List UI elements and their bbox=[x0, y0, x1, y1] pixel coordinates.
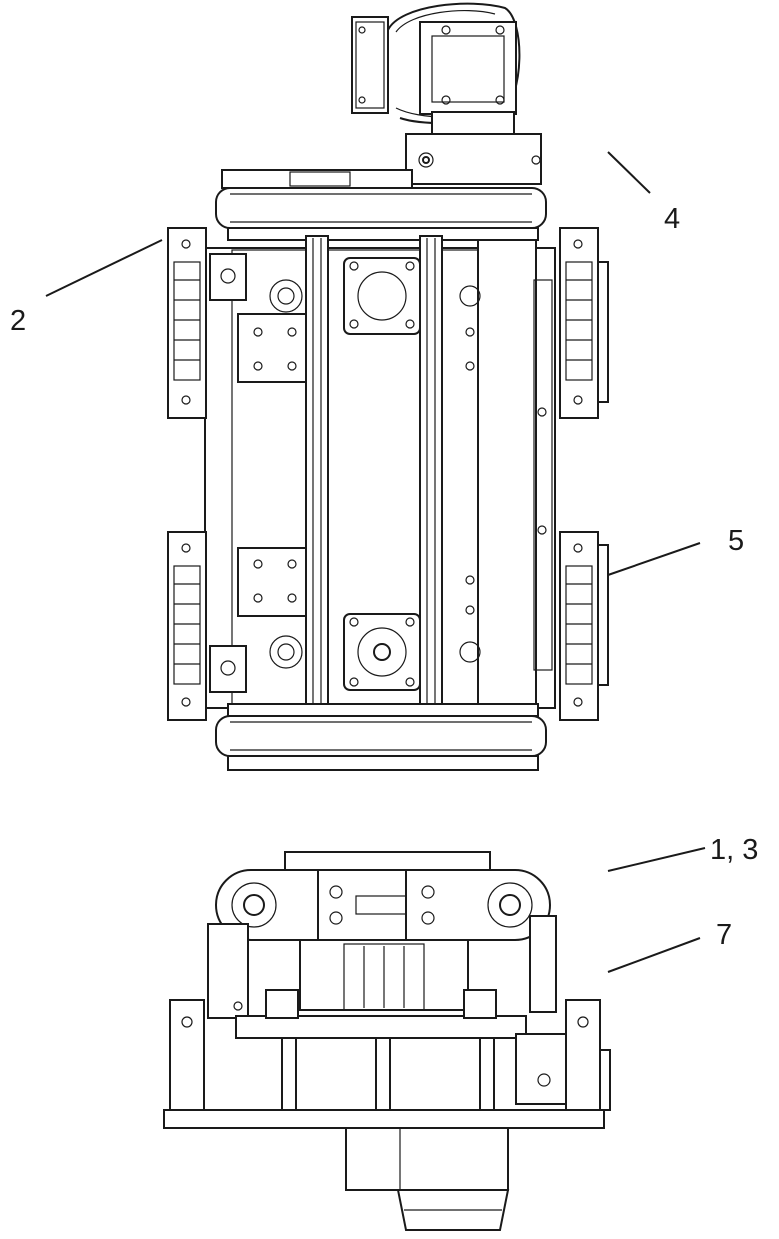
side-view bbox=[163, 851, 611, 1231]
left-extrusion-upper bbox=[167, 227, 207, 419]
callout-2: 2 bbox=[10, 305, 26, 337]
motor-assembly bbox=[351, 2, 542, 185]
right-extrusion-upper bbox=[559, 227, 609, 419]
leader-line-2 bbox=[45, 239, 163, 297]
top-view bbox=[167, 2, 609, 771]
leader-line-5 bbox=[607, 542, 701, 576]
leader-lines bbox=[45, 151, 706, 973]
callout-7: 7 bbox=[716, 919, 732, 951]
main-frame bbox=[204, 235, 556, 709]
callout-4: 4 bbox=[664, 203, 680, 235]
callout-1-3: 1, 3 bbox=[710, 834, 758, 866]
leader-line-1-3 bbox=[607, 847, 706, 872]
left-extrusion-lower bbox=[167, 531, 207, 721]
lower-belt-bar bbox=[215, 703, 547, 771]
leader-line-7 bbox=[607, 937, 701, 973]
right-extrusion-lower bbox=[559, 531, 609, 721]
callout-5: 5 bbox=[728, 525, 744, 557]
leader-line-4 bbox=[607, 151, 651, 194]
